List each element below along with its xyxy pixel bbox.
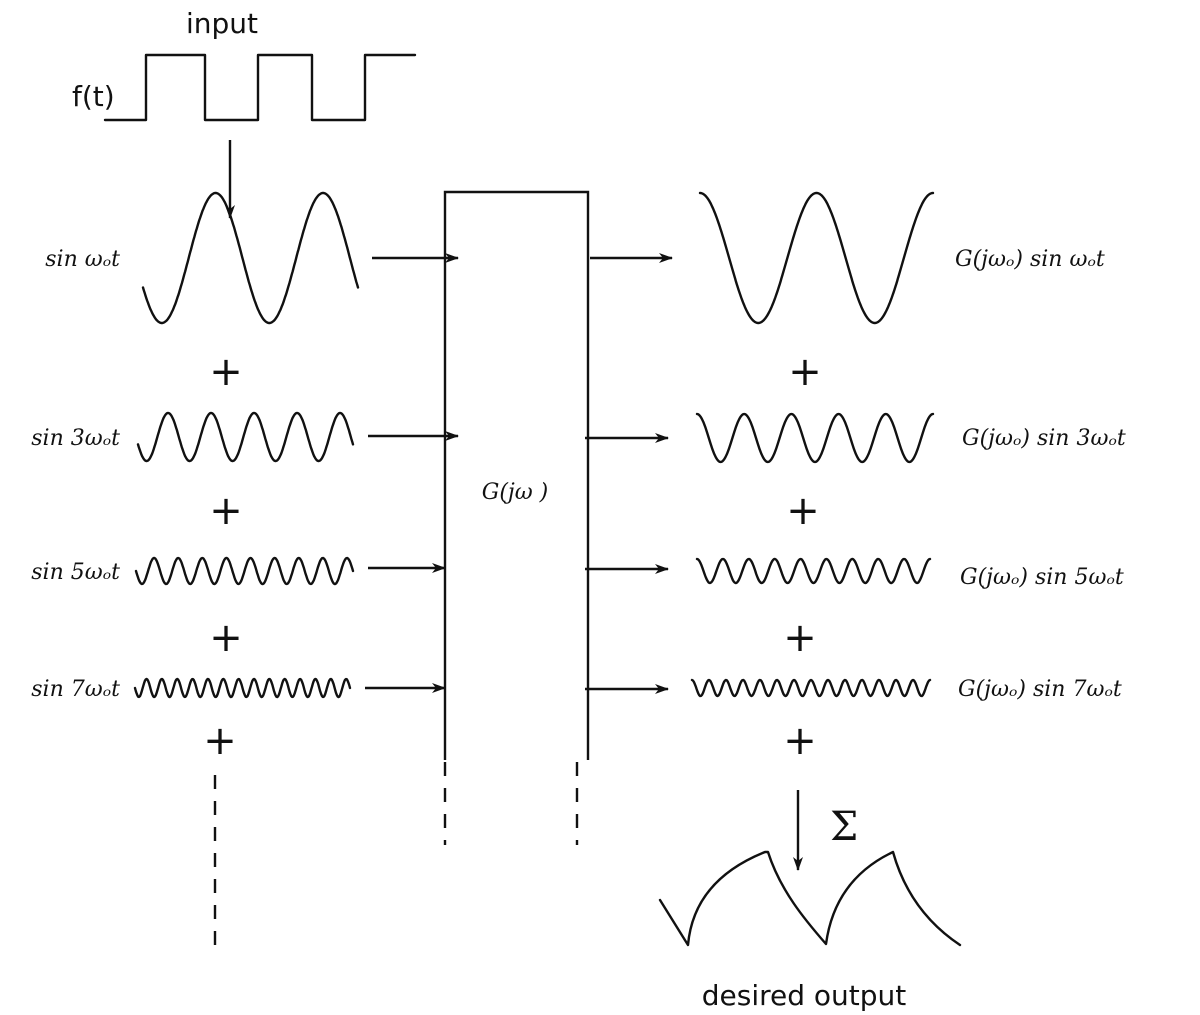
plus-sign: +: [209, 349, 243, 395]
output-label-5: G(jωₒ) sin 5ωₒt: [960, 565, 1124, 590]
output-label-1: G(jωₒ) sin ωₒt: [955, 247, 1105, 272]
output-label-3: G(jωₒ) sin 3ωₒt: [962, 426, 1126, 451]
output-wave-1: [698, 191, 935, 325]
plus-sign: +: [209, 488, 243, 534]
input-wave-7: [133, 677, 352, 699]
plus-sign: +: [783, 615, 817, 661]
output-wave-3: [695, 412, 935, 464]
input-wave-5: [134, 556, 355, 586]
output-wave-5: [695, 557, 932, 585]
plus-sign: +: [786, 488, 820, 534]
plus-sign: +: [783, 718, 817, 764]
system-block: [443, 190, 590, 760]
output-wave-7: [690, 678, 932, 698]
input-wave-1: [141, 191, 360, 325]
desired-output-wave: [658, 850, 962, 947]
plus-sign: +: [203, 718, 237, 764]
output-label-7: G(jωₒ) sin 7ωₒt: [958, 677, 1122, 702]
plus-sign: +: [788, 349, 822, 395]
sigma-symbol: Σ: [830, 804, 858, 850]
input-label-7: sin 7ωₒt: [31, 677, 120, 702]
input-wave-3: [136, 411, 355, 463]
input-square-wave: [103, 53, 417, 122]
input-label-1: sin ωₒt: [45, 247, 120, 272]
plus-sign: +: [209, 615, 243, 661]
transfer-function-label: G(jω ): [482, 480, 549, 505]
input-signal-label: f(t): [72, 80, 115, 113]
input-label-3: sin 3ωₒt: [31, 426, 120, 451]
input-title: input: [186, 7, 258, 40]
input-label-5: sin 5ωₒt: [31, 560, 120, 585]
output-caption: desired output: [702, 979, 907, 1012]
